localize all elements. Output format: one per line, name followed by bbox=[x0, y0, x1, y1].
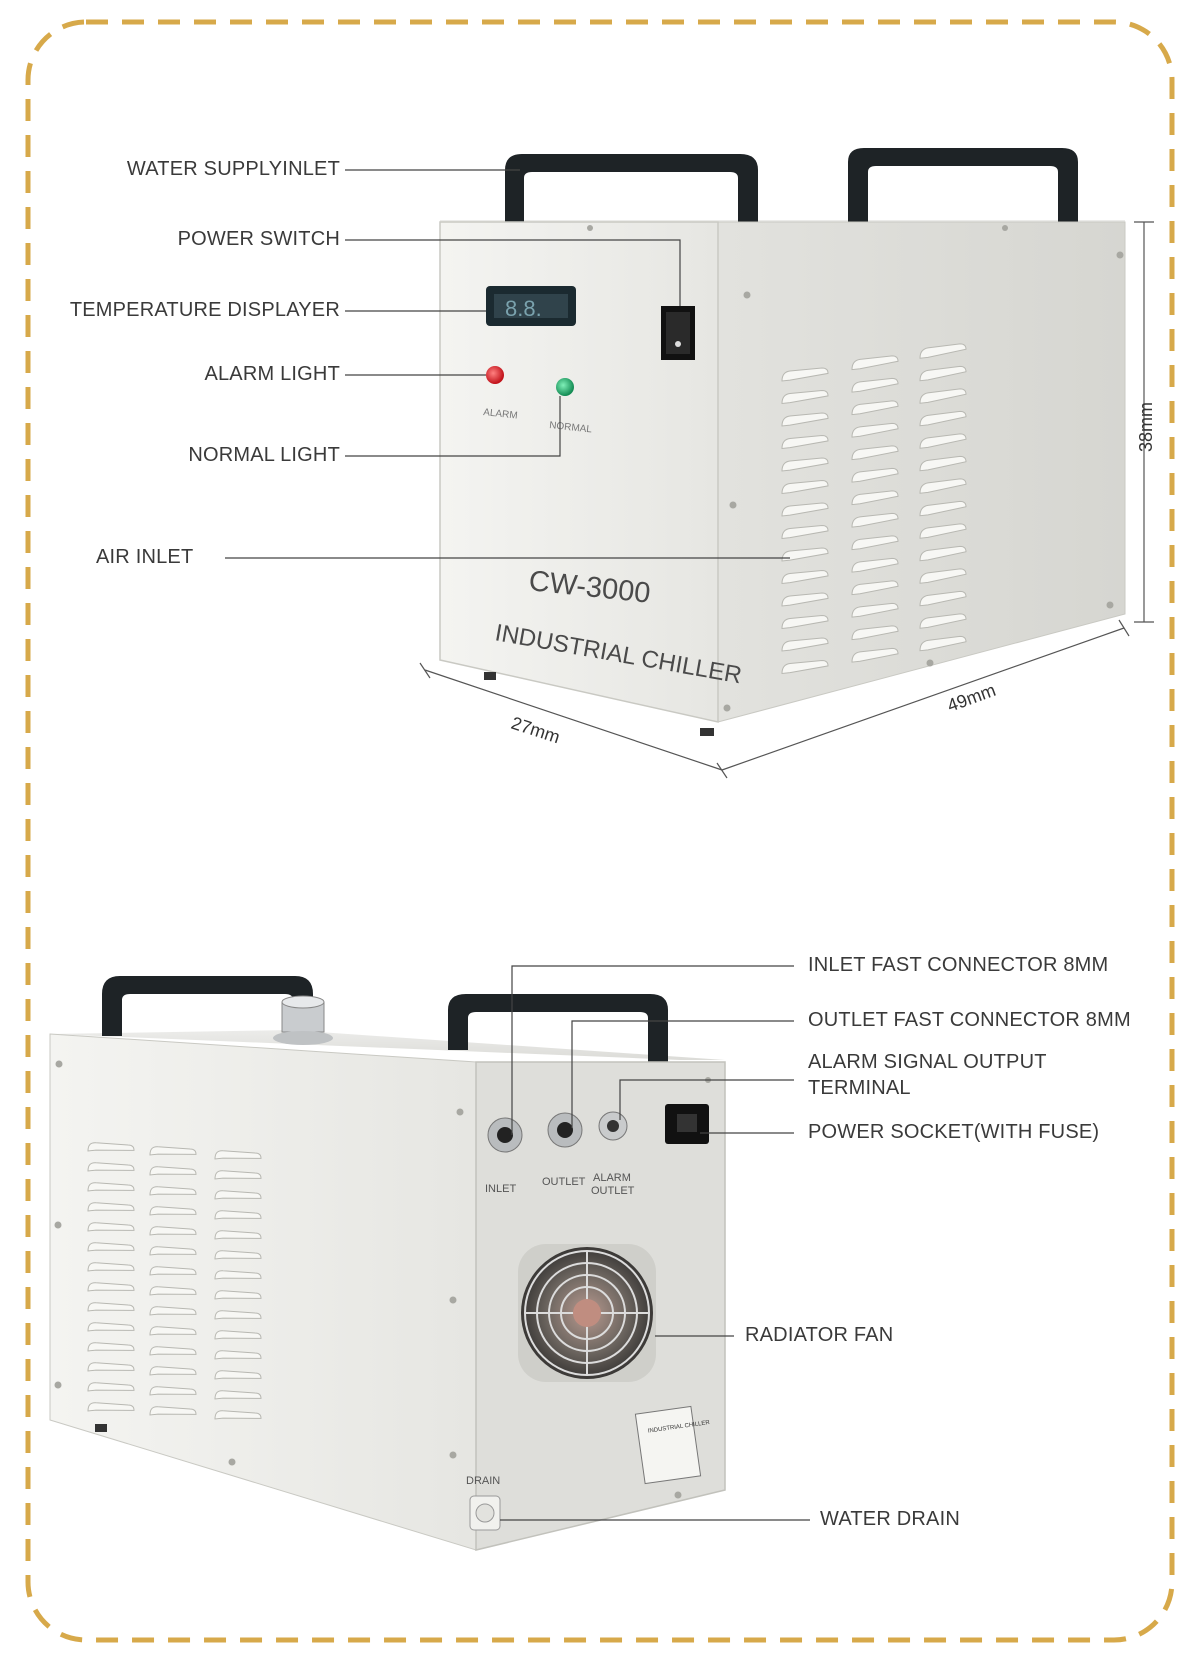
callout-alarm-signal-terminal: TERMINAL bbox=[808, 1077, 911, 1099]
callout-power-socket: POWER SOCKET(WITH FUSE) bbox=[808, 1121, 1100, 1143]
alarm-outlet-label-1: ALARM bbox=[593, 1172, 631, 1184]
callout-alarm-signal-output: ALARM SIGNAL OUTPUT bbox=[808, 1051, 1047, 1073]
handle-icon bbox=[448, 994, 668, 1062]
callout-water-supply-inlet: WATER SUPPLYINLET bbox=[126, 158, 340, 180]
power-switch-icon bbox=[661, 306, 695, 360]
alarm-outlet-label-2: OUTLET bbox=[591, 1185, 635, 1197]
callout-power-switch: POWER SWITCH bbox=[177, 228, 340, 250]
outlet-label: OUTLET bbox=[542, 1176, 586, 1188]
fan-icon bbox=[518, 1244, 656, 1382]
drain-icon bbox=[469, 1495, 501, 1531]
callout-radiator-fan: RADIATOR FAN bbox=[745, 1324, 894, 1346]
drain-label: DRAIN bbox=[466, 1475, 500, 1487]
vent-icon bbox=[87, 1142, 262, 1420]
normal-led-icon bbox=[556, 378, 574, 396]
callout-alarm-light: ALARM LIGHT bbox=[204, 363, 340, 385]
handle-icon bbox=[848, 148, 1078, 222]
callout-outlet-fast-connector: OUTLET FAST CONNECTOR 8MM bbox=[808, 1009, 1131, 1031]
inlet-label: INLET bbox=[485, 1183, 516, 1195]
callout-temperature-displayer: TEMPERATURE DISPLAYER bbox=[69, 299, 340, 321]
length-dimension: 49mm bbox=[945, 680, 999, 716]
height-dimension: 38mm bbox=[1136, 402, 1156, 452]
handle-icon bbox=[102, 976, 313, 1040]
dashed-border bbox=[25, 19, 1175, 1643]
vent-icon bbox=[781, 343, 967, 675]
alarm-led-label: ALARM bbox=[483, 407, 518, 422]
bottom-chiller-unit: INLET OUTLET ALARM OUTLET INDUSTRIAL CHI… bbox=[49, 965, 810, 1551]
callout-normal-light: NORMAL LIGHT bbox=[188, 444, 340, 466]
callout-inlet-fast-connector: INLET FAST CONNECTOR 8MM bbox=[808, 954, 1109, 976]
alarm-led-icon bbox=[486, 366, 504, 384]
callout-water-drain: WATER DRAIN bbox=[820, 1508, 960, 1530]
top-chiller-unit: 8.8. ALARM NORMAL CW-3000 INDUSTRIAL CHI… bbox=[225, 148, 1156, 779]
depth-dimension: 27mm bbox=[509, 713, 563, 747]
callout-air-inlet: AIR INLET bbox=[96, 546, 194, 568]
cap-icon bbox=[273, 995, 333, 1045]
svg-text:8.8.: 8.8. bbox=[505, 296, 542, 321]
handle-icon bbox=[505, 154, 758, 222]
display-icon: 8.8. bbox=[486, 286, 576, 326]
socket-icon bbox=[665, 1104, 709, 1144]
